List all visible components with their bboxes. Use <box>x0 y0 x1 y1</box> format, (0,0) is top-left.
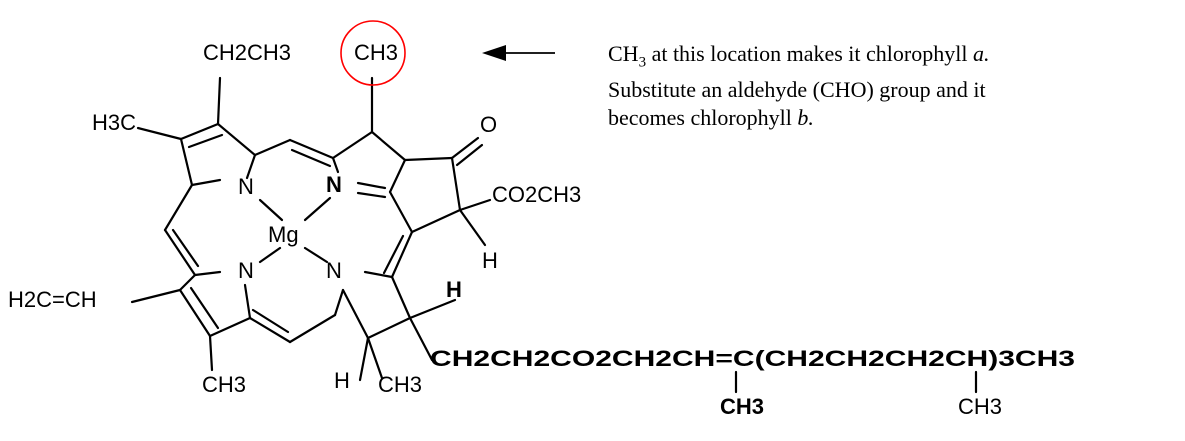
tail-branch-methyl-2: CH3 <box>958 394 1002 419</box>
bond-lines <box>130 76 492 382</box>
highlight-circle <box>340 20 406 86</box>
vinyl-group: H2C=CH <box>8 287 97 312</box>
ring-hydrogen: H <box>482 248 498 273</box>
tail-branch-methyl-1: CH3 <box>720 394 764 419</box>
magnesium-atom: Mg <box>268 222 299 247</box>
nitrogen-1: N <box>238 174 254 199</box>
ester-group: CO2CH3 <box>492 182 581 207</box>
annotation-line-3: becomes chlorophyll b. <box>608 105 814 131</box>
annotation-text: CH3 at this location makes it chlorophyl… <box>608 40 1183 132</box>
atom-labels: CH2CH3 CH3 H3C O CO2CH3 H H H2C=CH CH3 H… <box>8 40 1075 419</box>
annotation-line-1: CH3 at this location makes it chlorophyl… <box>608 41 990 71</box>
methyl-bottom-group: CH3 <box>202 372 246 397</box>
carbonyl-oxygen: O <box>480 112 497 137</box>
bottom-hydrogen: H <box>334 368 350 393</box>
stereo-hydrogen: H <box>446 277 462 302</box>
nitrogen-3: N <box>238 258 254 283</box>
nitrogen-2: N <box>326 172 342 197</box>
phytol-tail: CH2CH2CO2CH2CH=C(CH2CH2CH2CH)3CH3 <box>430 346 1075 371</box>
methyl-left-group: H3C <box>92 110 136 135</box>
ethyl-group: CH2CH3 <box>203 40 291 65</box>
pointer-arrow <box>482 45 555 61</box>
methyl-top-group: CH3 <box>354 40 398 65</box>
ring-d-methyl: CH3 <box>378 372 422 397</box>
annotation-line-2: Substitute an aldehyde (CHO) group and i… <box>608 77 986 103</box>
nitrogen-4: N <box>326 258 342 283</box>
